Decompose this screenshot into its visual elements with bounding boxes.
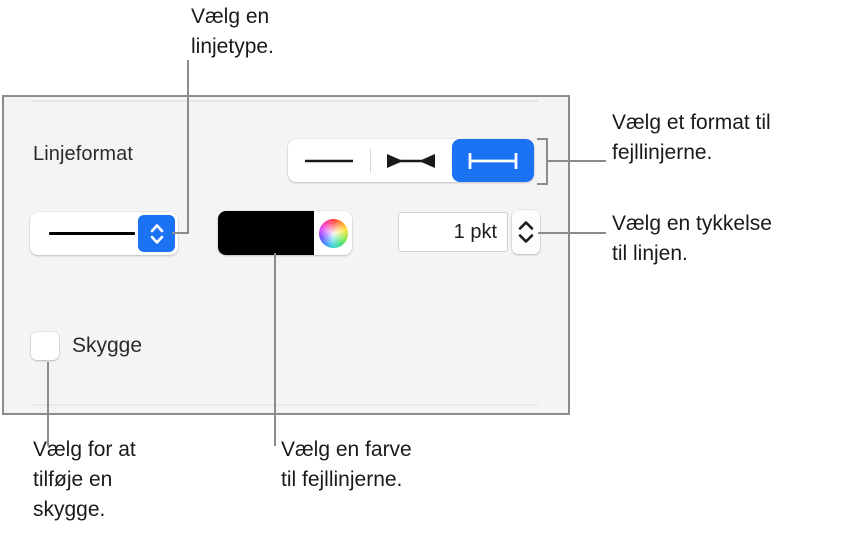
chevron-down-icon[interactable] (516, 232, 536, 245)
color-swatch[interactable] (218, 211, 314, 255)
error-bar-color-well[interactable] (218, 211, 352, 255)
callout-line-type: Vælg en linjetype. (191, 5, 274, 58)
popup-stepper-button[interactable] (138, 215, 175, 252)
up-down-chevrons-icon (150, 223, 163, 244)
callout-color: Vælg en farve til fejllinjerne. (281, 438, 412, 491)
line-style-popup-button[interactable] (30, 212, 178, 255)
plain-line-icon (305, 159, 353, 162)
leader-line-linetype-vertical (187, 60, 189, 234)
callout-shadow: Vælg for at tilføje en skygge. (33, 438, 136, 521)
leader-line-shadow (47, 362, 49, 446)
color-wheel-button[interactable] (314, 211, 352, 255)
leader-line-color (274, 253, 276, 446)
callout-error-bar-format: Vælg et format til fejllinjerne. (612, 111, 771, 164)
callout-thickness: Vælg en tykkelse til linjen. (612, 212, 772, 265)
panel-divider-top (33, 100, 538, 102)
shadow-checkbox-label: Skygge (72, 334, 143, 357)
page-title: Linjeformat (33, 143, 134, 165)
leader-line-format (546, 160, 606, 162)
segment-t-caps-line[interactable] (452, 139, 534, 182)
error-bar-format-segmented-control[interactable] (288, 139, 534, 182)
panel-divider-bottom (33, 404, 538, 406)
segment-arrow-caps-line[interactable] (370, 139, 452, 182)
solid-line-icon (49, 232, 135, 235)
arrow-caps-line-icon (387, 153, 435, 168)
segment-plain-line[interactable] (288, 139, 370, 182)
leader-line-linetype-horizontal (172, 232, 189, 234)
color-wheel-icon (318, 218, 348, 248)
line-thickness-stepper[interactable] (512, 210, 540, 254)
shadow-checkbox[interactable] (31, 332, 59, 360)
shadow-checkbox-row[interactable]: Skygge (31, 332, 142, 360)
t-caps-line-icon (468, 152, 518, 169)
line-thickness-input[interactable]: 1 pkt (398, 212, 508, 252)
chevron-up-icon[interactable] (516, 219, 536, 232)
leader-line-thickness (538, 232, 606, 234)
line-thickness-value: 1 pkt (453, 221, 497, 243)
